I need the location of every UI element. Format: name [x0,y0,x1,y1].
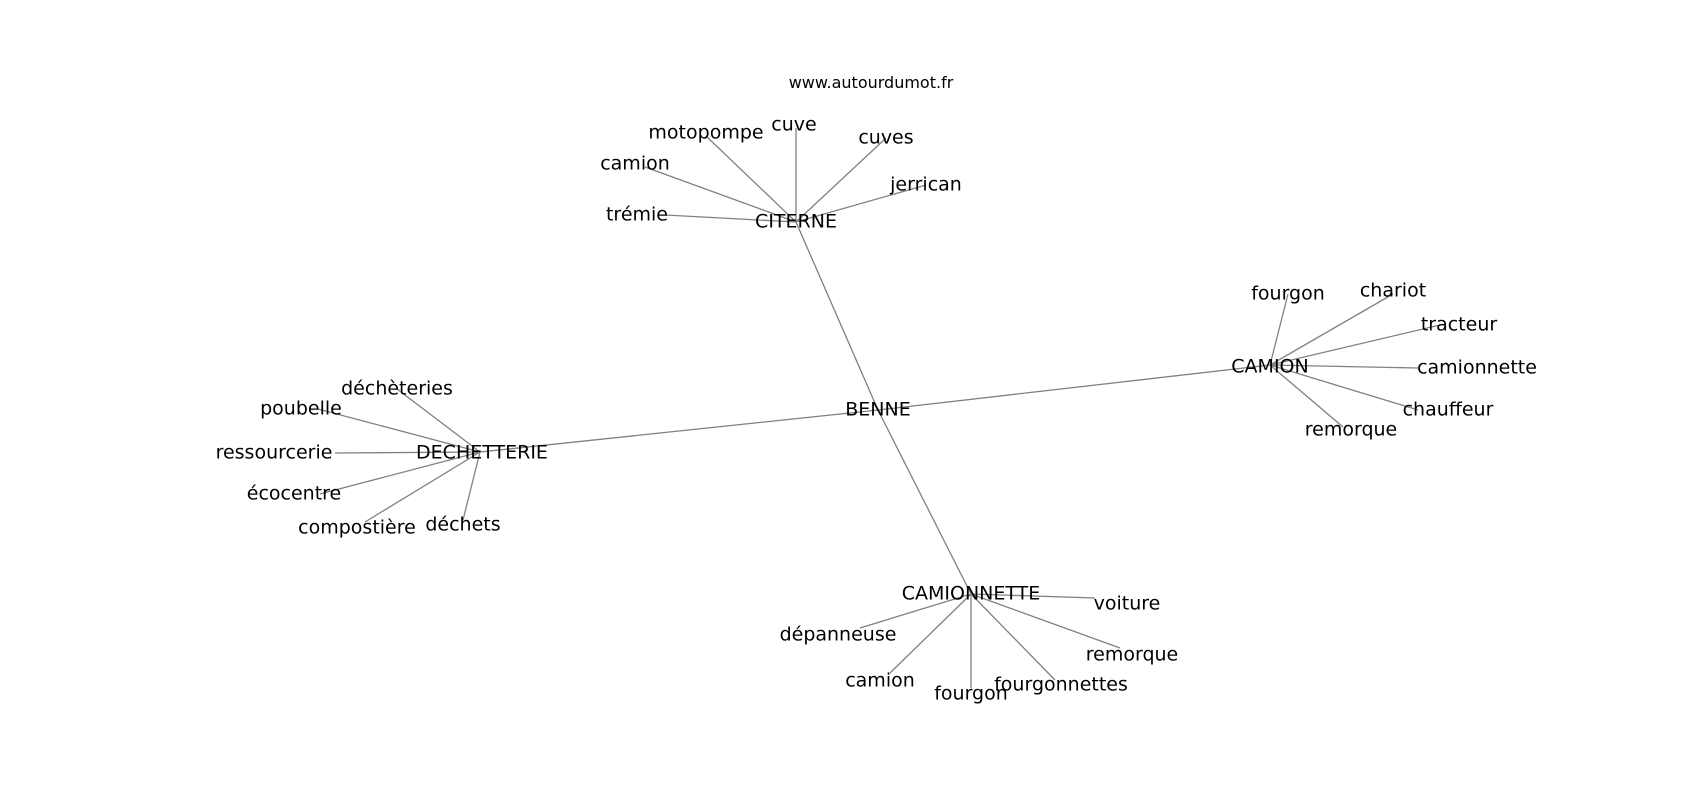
edge-center-to-hub [795,221,879,411]
edge-hub-to-leaf [664,214,797,223]
edge-hub-to-leaf [1269,293,1394,366]
edge-hub-to-leaf [364,451,481,523]
leaf-node-label[interactable]: jerrican [889,174,962,196]
edge-hub-to-leaf [1269,364,1419,369]
leaf-node-label[interactable]: tracteur [1421,314,1498,336]
leaf-node-label[interactable]: remorque [1305,419,1398,441]
edge-hub-to-leaf [644,166,797,223]
hub-node-label[interactable]: DECHETTERIE [416,442,548,464]
edge-hub-to-leaf [1269,364,1419,411]
edge-hub-to-leaf [396,388,481,453]
hub-node-label[interactable]: CITERNE [755,211,837,233]
edge-hub-to-leaf [319,451,481,495]
leaf-node-label[interactable]: camionnette [1417,357,1537,379]
leaf-node-label[interactable]: motopompe [648,122,763,144]
leaf-node-label[interactable]: écocentre [247,483,341,505]
leaf-node-label[interactable]: trémie [606,204,668,226]
edge-hub-to-leaf [1269,293,1289,366]
leaf-node-label[interactable]: compostière [298,517,416,539]
edge-hub-to-leaf [462,451,481,521]
edge-hub-to-leaf [334,451,481,454]
leaf-node-label[interactable]: voiture [1094,593,1161,615]
edge-hub-to-leaf [317,408,481,453]
edge-hub-to-leaf [889,593,972,674]
leaf-node-label[interactable]: camion [845,670,915,692]
leaf-node-label[interactable]: chauffeur [1403,399,1494,421]
edge-center-to-hub [479,409,879,453]
leaf-node-label[interactable]: déchets [425,514,500,536]
edge-hub-to-leaf [1269,364,1344,428]
leaf-node-label[interactable]: cuve [771,114,816,136]
center-node-label[interactable]: BENNE [845,399,910,421]
site-watermark[interactable]: www.autourdumot.fr [789,73,954,92]
hub-node-label[interactable]: CAMION [1231,356,1308,378]
leaf-node-label[interactable]: remorque [1086,644,1179,666]
edge-center-to-hub [877,409,972,595]
leaf-node-label[interactable]: ressourcerie [216,442,333,464]
leaf-node-label[interactable]: fourgon [934,683,1008,705]
leaf-node-label[interactable]: déchèteries [341,378,453,400]
graph-labels: www.autourdumot.fr BENNE CITERNE motopompe… [216,73,1537,705]
leaf-node-label[interactable]: dépanneuse [780,624,897,646]
edge-hub-to-leaf [970,593,1056,681]
leaf-node-label[interactable]: cuves [858,127,913,149]
leaf-node-label[interactable]: poubelle [260,398,342,420]
edge-hub-to-leaf [1269,324,1441,366]
edge-hub-to-leaf [859,593,972,629]
hub-node-label[interactable]: CAMIONNETTE [902,583,1041,605]
graph-edges [317,128,1441,688]
leaf-node-label[interactable]: camion [600,153,670,175]
leaf-node-label[interactable]: fourgonnettes [994,674,1128,696]
edge-hub-to-leaf [970,593,1121,649]
edge-hub-to-leaf [705,135,797,223]
edge-hub-to-leaf [970,593,1096,599]
edge-hub-to-leaf [795,184,927,223]
leaf-node-label[interactable]: fourgon [1251,283,1325,305]
edge-center-to-hub [877,364,1271,411]
leaf-node-label[interactable]: chariot [1360,280,1426,302]
edge-hub-to-leaf [795,137,887,223]
